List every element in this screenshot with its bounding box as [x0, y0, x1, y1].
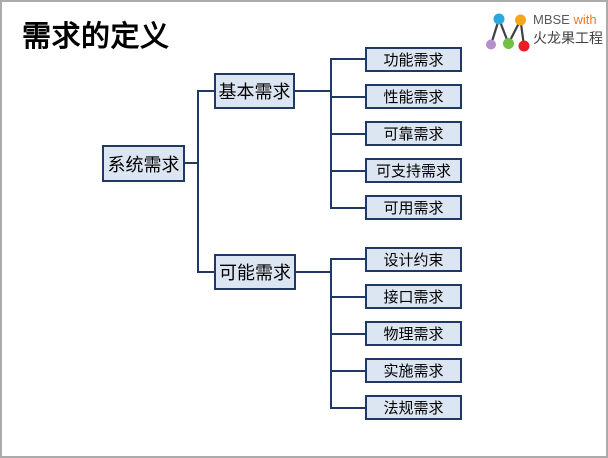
connector-stub-physical — [330, 333, 365, 335]
connector-stub-implementation — [330, 370, 365, 372]
logo-company-text: 火龙果工程 — [533, 29, 603, 46]
logo-network-icon — [486, 13, 530, 52]
node-possible-requirements: 可能需求 — [214, 254, 296, 290]
node-design-constraints: 设计约束 — [365, 247, 462, 272]
connector-to-possible — [197, 271, 214, 273]
connector-root-horizontal — [183, 162, 199, 164]
node-physical-requirements: 物理需求 — [365, 321, 462, 346]
node-basic-requirements: 基本需求 — [214, 73, 295, 109]
node-interface-requirements: 接口需求 — [365, 284, 462, 309]
connector-stub-functional — [330, 58, 365, 60]
connector-root-vertical — [197, 90, 199, 273]
node-implementation-requirements: 实施需求 — [365, 358, 462, 383]
node-usability-requirements: 可用需求 — [365, 195, 462, 220]
connector-stub-performance — [330, 96, 365, 98]
connector-to-basic — [197, 90, 214, 92]
connector-stub-supportability — [330, 170, 365, 172]
connector-stub-regulatory — [330, 407, 365, 409]
node-functional-requirements: 功能需求 — [365, 47, 462, 72]
logo-with-text: with — [573, 12, 597, 27]
connector-stub-usability — [330, 207, 365, 209]
connector-stub-interface — [330, 296, 365, 298]
node-regulatory-requirements: 法规需求 — [365, 395, 462, 420]
logo-mbse-text: MBSE — [533, 12, 570, 27]
logo-text: MBSE with 火龙果工程 — [533, 12, 603, 46]
connector-stub-design-constraints — [330, 258, 365, 260]
connector-possible-feed — [295, 271, 332, 273]
connector-stub-reliability — [330, 133, 365, 135]
node-supportability-requirements: 可支持需求 — [365, 158, 462, 183]
brand-logo: MBSE with 火龙果工程 — [485, 11, 603, 53]
node-system-requirements: 系统需求 — [102, 145, 185, 182]
page-title: 需求的定义 — [22, 21, 170, 53]
connector-basic-feed — [293, 90, 332, 92]
node-reliability-requirements: 可靠需求 — [365, 121, 462, 146]
node-performance-requirements: 性能需求 — [365, 84, 462, 109]
logo-brand-line: MBSE with — [533, 12, 603, 28]
